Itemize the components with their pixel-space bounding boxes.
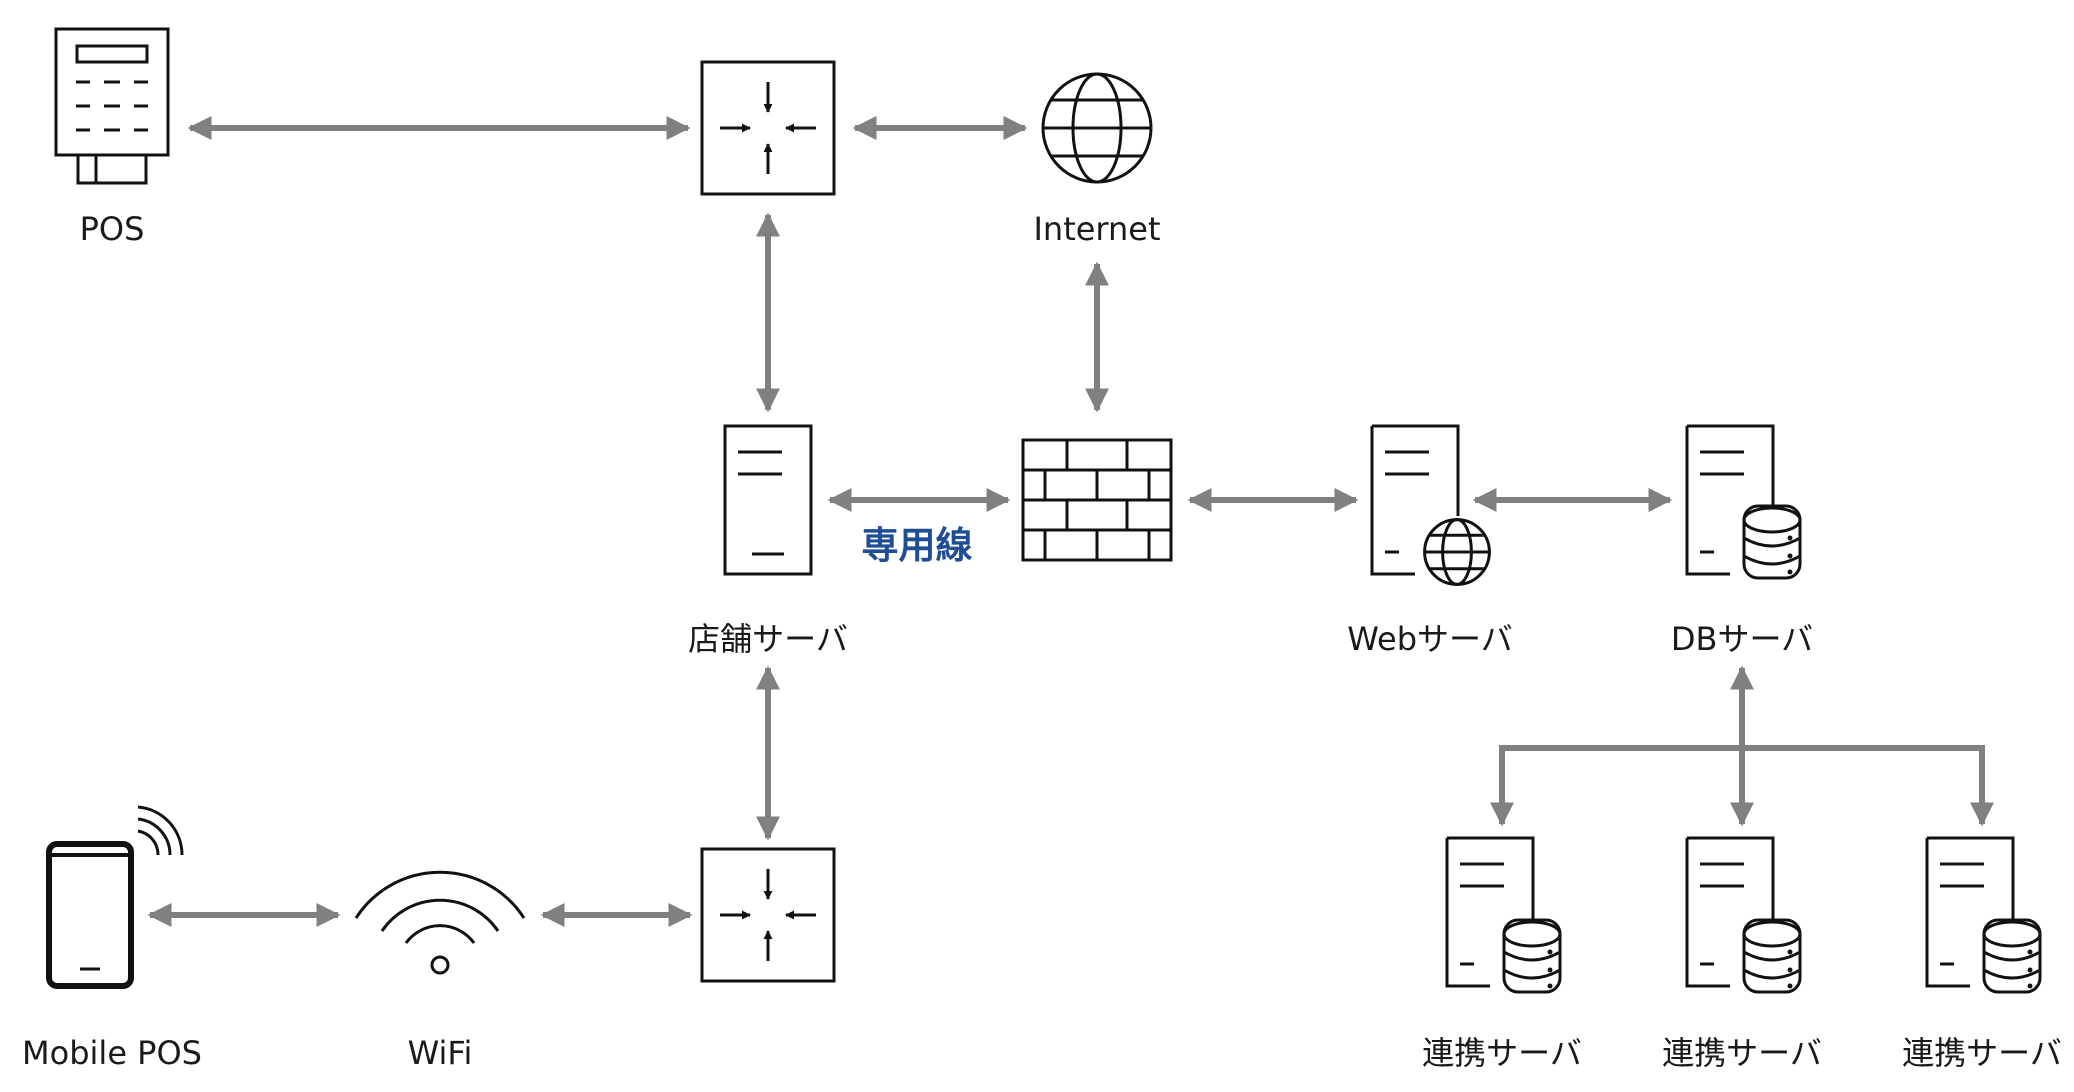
label-wifi: WiFi <box>408 1034 473 1072</box>
label-integration-server-3: 連携サーバ <box>1902 1034 2062 1072</box>
firewall-icon <box>1021 438 1173 562</box>
globe-icon <box>1041 72 1153 184</box>
label-integration-server-2: 連携サーバ <box>1662 1034 1822 1072</box>
router-icon <box>702 62 834 194</box>
database-server-icon <box>1685 836 1802 994</box>
label-db-server: DBサーバ <box>1671 620 1813 658</box>
pos-terminal-icon <box>54 27 170 185</box>
label-store-server: 店舗サーバ <box>688 620 848 658</box>
label-web-server: Webサーバ <box>1347 620 1512 658</box>
label-pos: POS <box>80 210 145 248</box>
label-integration-server-1: 連携サーバ <box>1422 1034 1582 1072</box>
connector-db-branch <box>1490 745 1994 827</box>
database-server-icon <box>1685 424 1802 580</box>
label-internet: Internet <box>1033 210 1160 248</box>
database-server-icon <box>1445 836 1562 994</box>
database-server-icon <box>1925 836 2042 994</box>
label-mobile-pos: Mobile POS <box>22 1034 202 1072</box>
router-icon <box>702 849 834 981</box>
server-icon <box>723 424 813 576</box>
wifi-icon <box>354 870 526 975</box>
smartphone-icon <box>46 805 184 989</box>
label-dedicated-line: 専用線 <box>862 524 973 567</box>
web-server-icon <box>1370 424 1491 586</box>
connectors <box>147 116 1994 927</box>
